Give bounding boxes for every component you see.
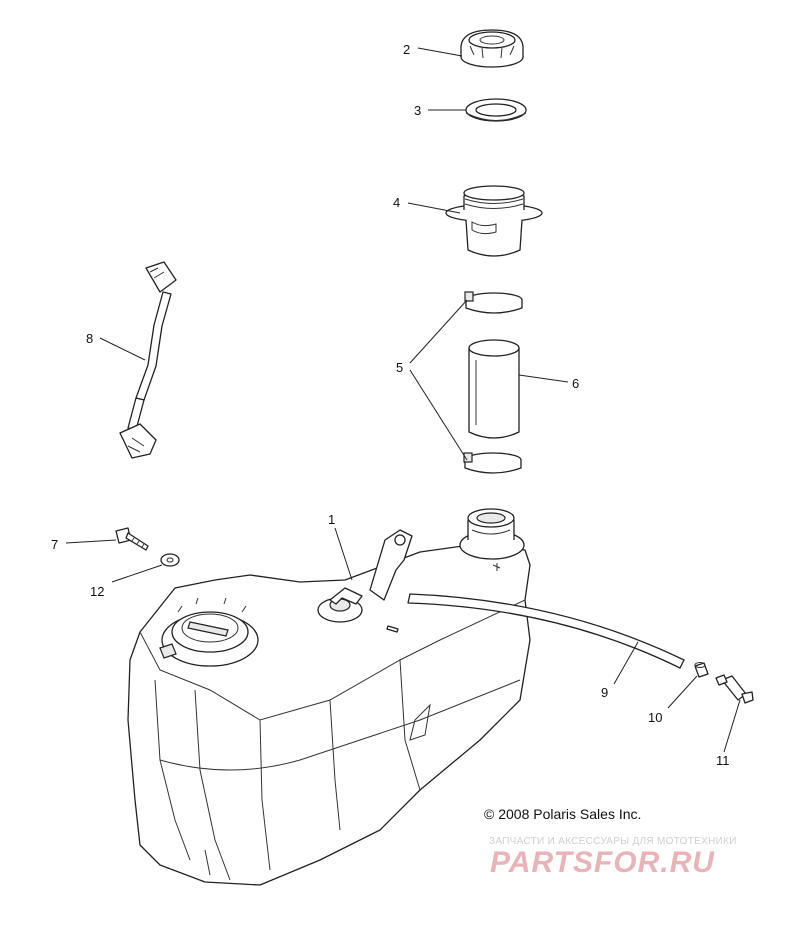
cap-gasket [465,98,527,122]
vent-hose [407,593,685,669]
washer [160,553,180,567]
fuel-tank [127,508,531,886]
callout-5: 5 [396,360,403,375]
callout-numbers: 1 2 3 4 5 6 7 8 9 10 11 12 [51,42,730,768]
callout-4: 4 [393,195,400,210]
rollover-valve [715,674,754,704]
callout-10: 10 [648,710,662,725]
bolt [115,527,149,551]
cap-plug [694,662,709,678]
filler-hose [468,339,520,439]
callout-3: 3 [414,103,421,118]
leader-lines [65,47,741,753]
callout-8: 8 [86,331,93,346]
copyright-text: © 2008 Polaris Sales Inc. [484,806,642,822]
watermark-subtitle: ЗАПЧАСТИ И АКСЕССУАРЫ ДЛЯ МОТОТЕХНИКИ [489,836,737,847]
callout-1: 1 [328,512,335,527]
fuel-line [119,261,177,459]
callout-9: 9 [601,685,608,700]
callout-2: 2 [403,42,410,57]
watermark-logo: PARTSFOR.RU [490,846,715,879]
hose-clamp-upper [464,291,523,314]
hose-clamp-lower [463,452,522,474]
callout-12: 12 [90,584,104,599]
callout-7: 7 [51,537,58,552]
fuel-cap [460,29,524,68]
callout-6: 6 [572,376,579,391]
callout-11: 11 [716,753,730,768]
filler-neck [445,185,543,257]
